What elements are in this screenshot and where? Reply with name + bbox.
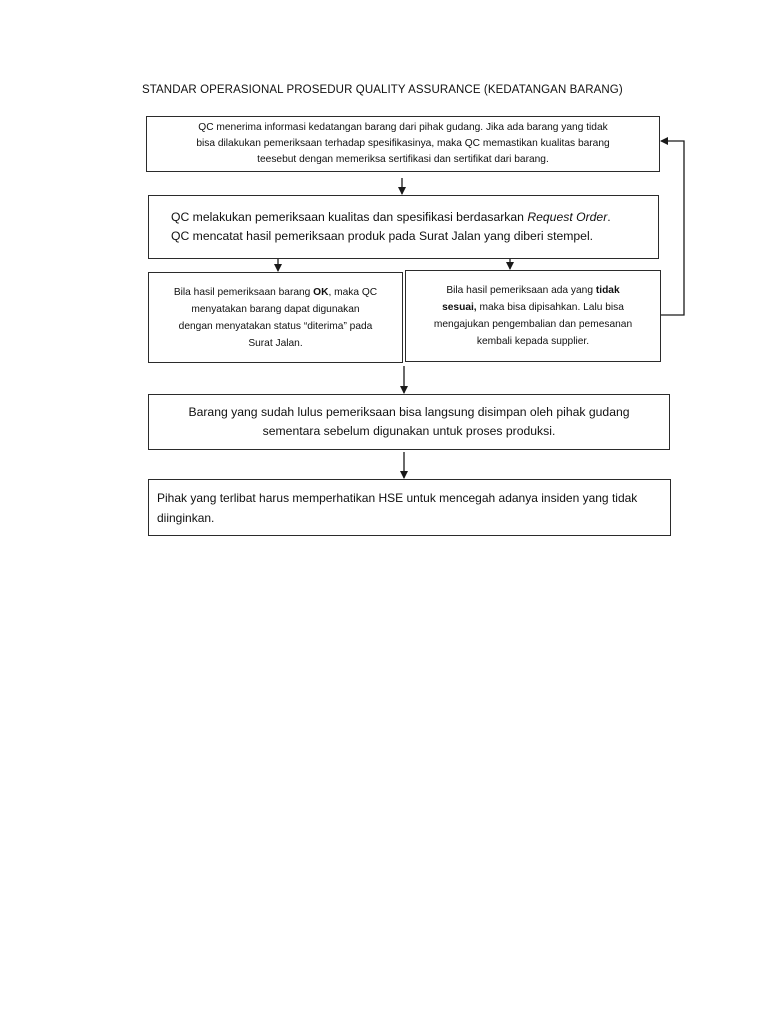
inspection-request-order: Request Order bbox=[527, 210, 608, 224]
storage-line-2: sementara sebelum digunakan untuk proses… bbox=[262, 424, 556, 438]
result-not-ok-line-4: kembali kepada supplier. bbox=[476, 336, 590, 347]
inspection-line-2: QC mencatat hasil pemeriksaan produk pad… bbox=[171, 229, 594, 243]
hse-text: Pihak yang terlibat harus memperhatikan … bbox=[157, 490, 638, 525]
step-result-not-ok-box: Bila hasil pemeriksaan ada yang tidak se… bbox=[405, 270, 661, 362]
step-receive-info-box: QC menerima informasi kedatangan barang … bbox=[146, 116, 660, 172]
receive-info-line-3: teesebut dengan memeriksa sertifikasi da… bbox=[257, 154, 549, 165]
page-title: STANDAR OPERASIONAL PROSEDUR QUALITY ASS… bbox=[142, 84, 623, 96]
result-ok-status: OK bbox=[313, 286, 329, 298]
step-hse-box: Pihak yang terlibat harus memperhatikan … bbox=[148, 479, 671, 536]
result-not-ok-part-1: Bila hasil pemeriksaan ada yang bbox=[446, 285, 596, 296]
arrow-feedback-loop bbox=[660, 137, 685, 316]
receive-info-line-2: bisa dilakukan pemeriksaan terhadap spes… bbox=[196, 138, 610, 149]
storage-line-1: Barang yang sudah lulus pemeriksaan bisa… bbox=[188, 405, 630, 419]
result-not-ok-line-3: mengajukan pengembalian dan pemesanan bbox=[433, 319, 633, 330]
step-storage-box: Barang yang sudah lulus pemeriksaan bisa… bbox=[148, 394, 670, 450]
result-ok-line-3: dengan menyatakan status “diterima” pada bbox=[178, 320, 373, 332]
inspection-line-1-suffix: . bbox=[607, 210, 611, 224]
inspection-line-1-prefix: QC melakukan pemeriksaan kualitas dan sp… bbox=[171, 210, 528, 224]
result-not-ok-bold-1: tidak bbox=[595, 285, 620, 296]
result-not-ok-part-2: maka bisa dipisahkan. Lalu bisa bbox=[476, 302, 624, 313]
result-ok-part-1: Bila hasil pemeriksaan barang bbox=[173, 286, 314, 298]
receive-info-line-1: QC menerima informasi kedatangan barang … bbox=[198, 122, 608, 133]
result-not-ok-bold-2: sesuai, bbox=[442, 302, 477, 313]
result-ok-line-4: Surat Jalan. bbox=[248, 337, 303, 349]
step-result-ok-box: Bila hasil pemeriksaan barang OK, maka Q… bbox=[148, 272, 403, 363]
result-ok-line-2: menyatakan barang dapat digunakan bbox=[191, 303, 360, 315]
step-inspection-box: QC melakukan pemeriksaan kualitas dan sp… bbox=[148, 195, 659, 259]
result-ok-part-2: , maka QC bbox=[328, 286, 378, 298]
